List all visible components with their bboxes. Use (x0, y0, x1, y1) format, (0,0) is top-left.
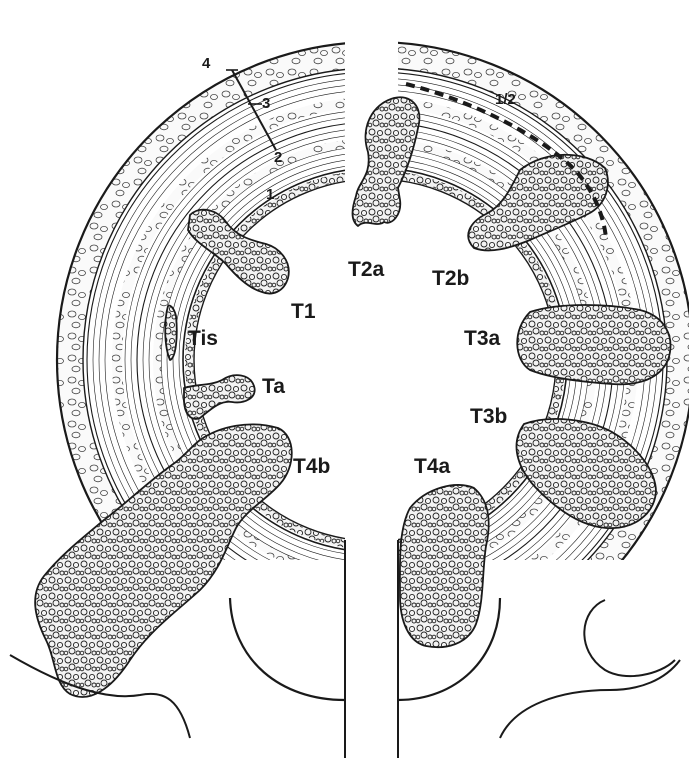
layer-label-2: 2 (274, 150, 282, 165)
layer-label-4: 4 (202, 56, 210, 71)
label-t2b: T2b (432, 268, 469, 289)
tumor-t4a (400, 485, 489, 647)
label-t4b: T4b (293, 456, 330, 477)
layer-label-1: 1 (266, 187, 274, 202)
label-tis: Tis (188, 328, 218, 349)
label-t4a: T4a (414, 456, 450, 477)
label-t1: T1 (291, 301, 316, 322)
label-t2a: T2a (348, 259, 384, 280)
label-t3b: T3b (470, 406, 507, 427)
label-t3a: T3a (464, 328, 500, 349)
depth-half-label: 1/2 (495, 92, 516, 107)
tumor-t3a (517, 305, 670, 384)
label-ta: Ta (262, 376, 285, 397)
layer-label-3: 3 (262, 96, 270, 111)
tumor-tis (165, 305, 177, 360)
